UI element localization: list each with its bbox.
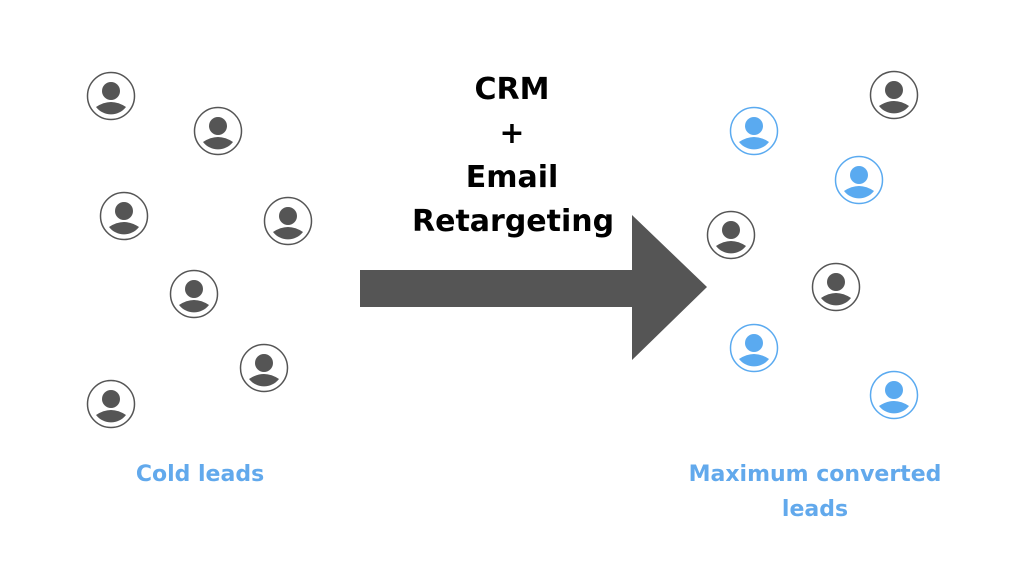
- lead-avatar-icon: [706, 210, 756, 260]
- converted-lead-avatar-icon: [834, 155, 884, 205]
- cold-lead-avatar-icon: [193, 106, 243, 156]
- converted-lead-avatar-icon: [729, 106, 779, 156]
- process-label-email: Email: [465, 160, 559, 195]
- converted-leads-caption-line2: leads: [781, 497, 849, 522]
- cold-lead-avatar-icon: [86, 71, 136, 121]
- converted-leads-caption-line1: Maximum converted: [688, 462, 942, 487]
- lead-avatar-icon: [869, 70, 919, 120]
- lead-avatar-icon: [811, 262, 861, 312]
- process-label-crm: CRM: [474, 72, 550, 107]
- cold-lead-avatar-icon: [263, 196, 313, 246]
- right-arrow-icon: [360, 215, 707, 360]
- cold-lead-avatar-icon: [99, 191, 149, 241]
- cold-lead-avatar-icon: [86, 379, 136, 429]
- cold-leads-caption: Cold leads: [135, 462, 265, 487]
- converted-lead-avatar-icon: [869, 370, 919, 420]
- cold-lead-avatar-icon: [239, 343, 289, 393]
- process-label-plus: +: [499, 116, 525, 151]
- cold-lead-avatar-icon: [169, 269, 219, 319]
- converted-lead-avatar-icon: [729, 323, 779, 373]
- process-label-retargeting: Retargeting: [412, 204, 615, 239]
